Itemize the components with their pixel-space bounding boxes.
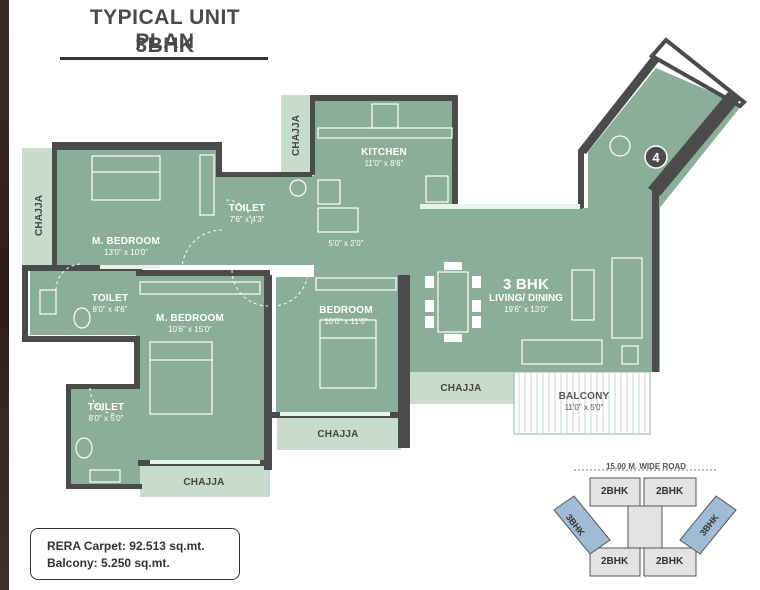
chajja-bottom-right (410, 372, 514, 404)
plan-subtitle: 3BHK (135, 34, 195, 57)
key-plan-road-label: 15.00 M. WIDE ROAD (605, 462, 686, 471)
chajja-bottom-left (140, 465, 270, 497)
key-unit-2bhk-bottom-left: 2BHK (601, 556, 629, 567)
title-underline (60, 57, 268, 60)
side-sofa (611, 257, 643, 339)
door-swings (55, 199, 309, 415)
chajja-top (281, 95, 313, 177)
chajja-label-right: CHAJJA (440, 383, 482, 394)
mbed2-floor (136, 275, 272, 465)
bed-bedroom (319, 319, 377, 389)
angled-wing-floor (588, 68, 742, 210)
bed-mbed1 (91, 155, 161, 201)
area-info-box: RERA Carpet: 92.513 sq.mt. Balcony: 5.25… (30, 528, 240, 580)
toilet1-floor (220, 176, 314, 265)
wing-wall-right (648, 92, 740, 196)
furniture (39, 103, 643, 483)
wing-wall-left (578, 56, 660, 154)
chajja-left (22, 148, 55, 270)
balcony-hatch (518, 372, 646, 434)
dining-chairs (425, 262, 481, 342)
unit-number-text: 4 (652, 150, 660, 165)
floor-areas (30, 68, 742, 486)
chajja-label-bottom-left: CHAJJA (183, 477, 225, 488)
key-unit-2bhk-top-right: 2BHK (656, 486, 684, 497)
chajja-label-top: CHAJJA (291, 114, 302, 156)
toilet2-floor (30, 265, 140, 335)
chajja-label-left: CHAJJA (34, 194, 45, 236)
kitchen-floor (314, 98, 456, 208)
toilet3-floor (68, 386, 140, 486)
bed-mbed2 (149, 341, 213, 415)
wing-wall-top (648, 37, 747, 109)
utility-label: 5'0" x 2'0" (328, 239, 364, 248)
chajja-bottom-middle (277, 418, 401, 450)
chajja-areas (22, 95, 514, 497)
plan-title: TYPICAL UNIT PLAN (89, 6, 241, 53)
window-strips (100, 204, 580, 464)
key-unit-2bhk-top-left: 2BHK (601, 486, 629, 497)
balcony-area: Balcony: 5.250 sq.mt. (47, 556, 170, 570)
chajja-label-middle: CHAJJA (317, 429, 359, 440)
rera-carpet-area: RERA Carpet: 92.513 sq.mt. (47, 539, 205, 553)
key-unit-2bhk-bottom-right: 2BHK (656, 556, 684, 567)
dining-table (437, 271, 469, 333)
page-edge (0, 0, 9, 590)
unit-number-badge (644, 145, 668, 169)
sofa (521, 339, 603, 365)
mbed1-floor (55, 150, 220, 265)
key-plan (553, 469, 737, 577)
